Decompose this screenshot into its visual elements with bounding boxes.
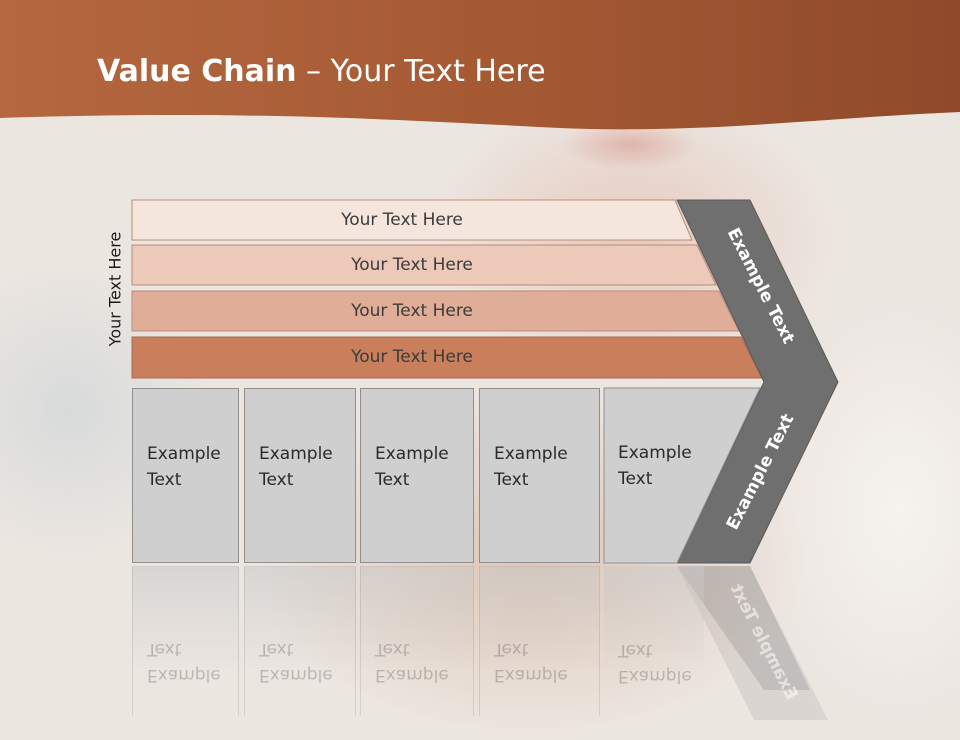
box-line2: Text (259, 470, 294, 490)
bands-shapes (131, 199, 839, 720)
chevron-reflection-lower (677, 566, 810, 690)
band-shape-1 (131, 199, 693, 241)
box-line2: Text (147, 470, 182, 490)
chevron-reflection (677, 566, 828, 720)
box-line1: Example (375, 444, 449, 464)
activity-box-2: Example Text (244, 388, 356, 563)
box-line1: Example (147, 444, 221, 464)
chevron-shape (676, 199, 839, 564)
box-line1: Example (259, 444, 333, 464)
band-2: Your Text Here (351, 255, 473, 275)
band-1: Your Text Here (341, 210, 463, 230)
box-line2: Text (375, 470, 410, 490)
header-banner (0, 0, 960, 130)
box-line1: Example (494, 444, 568, 464)
band-shape-3 (131, 290, 740, 332)
page-title: Value Chain – Your Text Here (97, 54, 546, 89)
box-line2: Text (494, 470, 529, 490)
band-3: Your Text Here (351, 301, 473, 321)
box-shape-5 (603, 387, 761, 564)
activity-box-4: Example Text (479, 388, 600, 563)
activity-box-1: Example Text (132, 388, 239, 563)
box-line2: Text (618, 469, 653, 489)
band-shape-2 (131, 244, 717, 286)
band-4: Your Text Here (351, 347, 473, 367)
activity-box-3: Example Text (360, 388, 474, 563)
box-line1: Example (618, 443, 692, 463)
activity-box-5: Example Text (604, 388, 704, 563)
